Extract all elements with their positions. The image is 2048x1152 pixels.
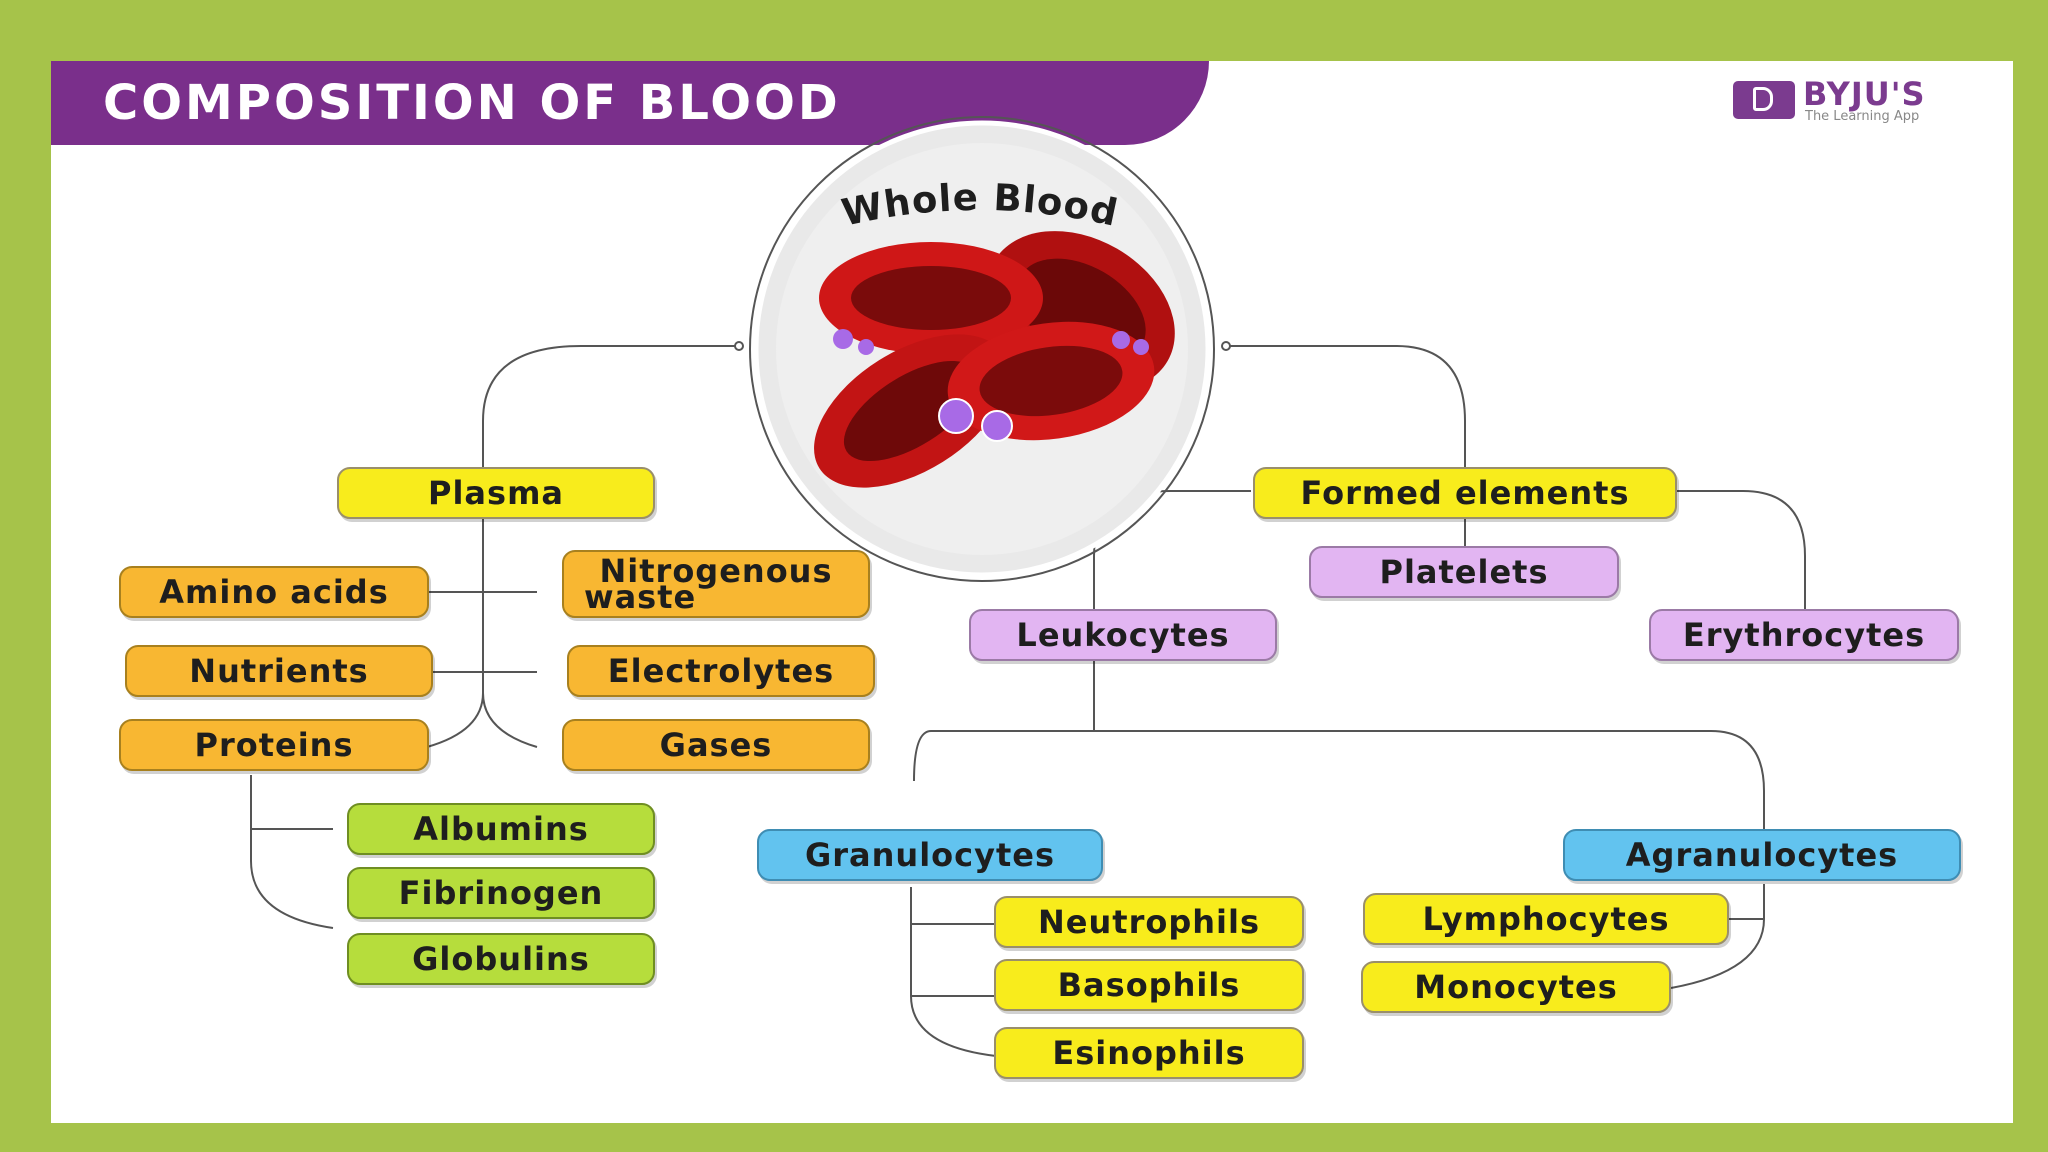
connector-dot (1221, 341, 1231, 351)
logo-mark-icon (1733, 81, 1795, 119)
node-neutrophils: Neutrophils (994, 896, 1304, 948)
node-plasma: Plasma (337, 467, 655, 519)
node-erythrocytes-label: Erythrocytes (1682, 616, 1926, 654)
node-lymphocytes-label: Lymphocytes (1422, 900, 1670, 938)
node-formed-elements-label: Formed elements (1300, 474, 1630, 512)
node-esinophils: Esinophils (994, 1027, 1304, 1079)
node-leukocytes: Leukocytes (969, 609, 1277, 661)
node-electrolytes: Electrolytes (567, 645, 875, 697)
node-platelets-label: Platelets (1379, 553, 1549, 591)
node-formed-elements: Formed elements (1253, 467, 1677, 519)
node-proteins: Proteins (119, 719, 429, 771)
node-gases-label: Gases (659, 726, 773, 764)
node-erythrocytes: Erythrocytes (1649, 609, 1959, 661)
node-basophils: Basophils (994, 959, 1304, 1011)
node-nitrogenous-waste: Nitrogenous waste (562, 550, 870, 618)
node-granulocytes: Granulocytes (757, 829, 1103, 881)
node-fibrinogen-label: Fibrinogen (398, 874, 604, 912)
node-fibrinogen: Fibrinogen (347, 867, 655, 919)
whole-blood-illustration (749, 116, 1215, 582)
node-proteins-label: Proteins (194, 726, 354, 764)
node-electrolytes-label: Electrolytes (607, 652, 835, 690)
diagram-panel: COMPOSITION OF BLOOD BYJU'S The Learning… (51, 61, 2013, 1123)
connector-dot (734, 341, 744, 351)
node-nitrogenous-waste-line1: Nitrogenous (599, 552, 833, 590)
node-plasma-label: Plasma (428, 474, 564, 512)
page-title: COMPOSITION OF BLOOD (103, 75, 841, 131)
node-nitrogenous-waste-line2: waste (584, 578, 697, 616)
node-nutrients: Nutrients (125, 645, 433, 697)
node-esinophils-label: Esinophils (1052, 1034, 1246, 1072)
node-monocytes: Monocytes (1361, 961, 1671, 1013)
logo-tagline: The Learning App (1805, 109, 1920, 124)
node-nutrients-label: Nutrients (189, 652, 369, 690)
node-albumins-label: Albumins (413, 810, 589, 848)
node-amino-acids-label: Amino acids (159, 573, 389, 611)
title-banner: COMPOSITION OF BLOOD (51, 61, 1209, 145)
byjus-logo: BYJU'S The Learning App (1733, 75, 1973, 125)
connector-lines: Whole Blood (250, 116, 1806, 1057)
node-agranulocytes-label: Agranulocytes (1625, 836, 1899, 874)
node-globulins-label: Globulins (412, 940, 590, 978)
node-globulins: Globulins (347, 933, 655, 985)
node-agranulocytes: Agranulocytes (1563, 829, 1961, 881)
node-granulocytes-label: Granulocytes (804, 836, 1056, 874)
node-lymphocytes: Lymphocytes (1363, 893, 1729, 945)
node-platelets: Platelets (1309, 546, 1619, 598)
logo-name: BYJU'S (1803, 75, 1926, 113)
node-neutrophils-label: Neutrophils (1038, 903, 1260, 941)
node-amino-acids: Amino acids (119, 566, 429, 618)
node-basophils-label: Basophils (1057, 966, 1241, 1004)
node-leukocytes-label: Leukocytes (1016, 616, 1230, 654)
node-monocytes-label: Monocytes (1414, 968, 1618, 1006)
node-gases: Gases (562, 719, 870, 771)
node-albumins: Albumins (347, 803, 655, 855)
